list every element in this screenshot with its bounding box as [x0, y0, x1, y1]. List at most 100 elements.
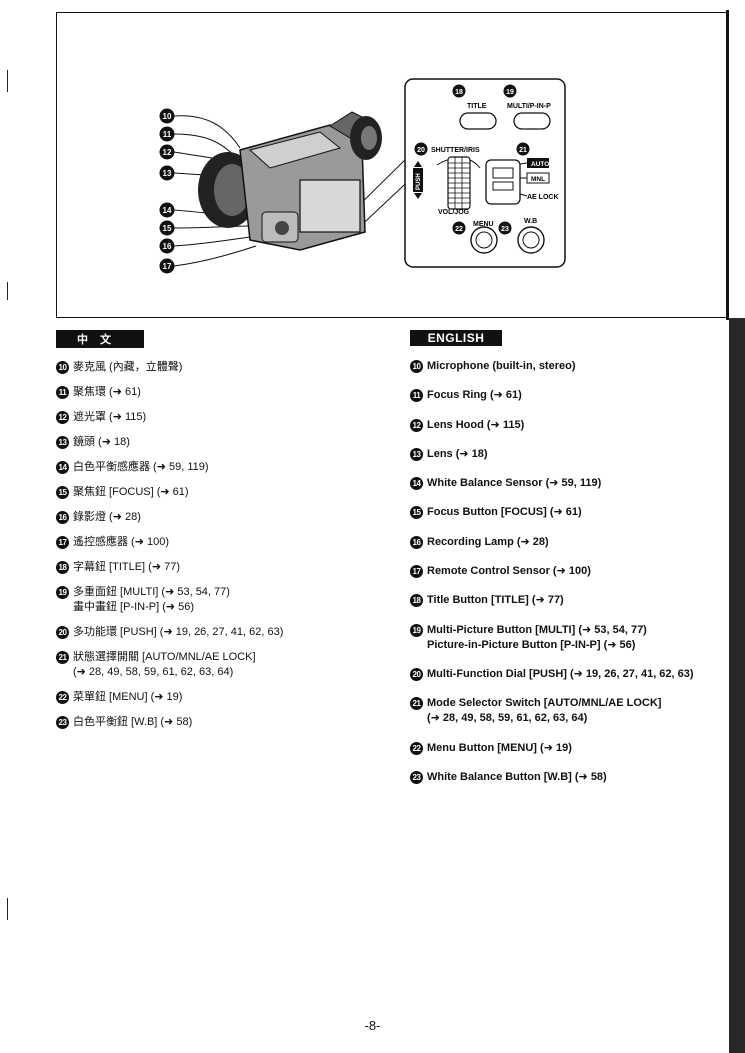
callout-11: 11 [163, 130, 172, 139]
item-text: Focus Button [FOCUS] (➜ 61) [427, 506, 582, 519]
list-item: 19 多重面鈕 [MULTI] (➜ 53, 54, 77) 畫中畫鈕 [P-IN-… [56, 585, 386, 615]
callout-23: 23 [501, 226, 509, 233]
list-item: 12 Lens Hood (➜ 115) [410, 418, 730, 433]
list-item: 22 菜單鈕 [MENU] (➜ 19) [56, 690, 386, 705]
item-number-badge: 12 [56, 411, 69, 424]
label-auto: AUTO [531, 161, 549, 168]
callout-12: 12 [163, 148, 172, 157]
item-number-badge: 14 [56, 461, 69, 474]
item-number-badge: 20 [56, 626, 69, 639]
item-text: 多重面鈕 [MULTI] (➜ 53, 54, 77) [73, 586, 230, 598]
item-text-continued: 畫中畫鈕 [P-IN-P] (➜ 56) [73, 601, 195, 613]
item-text: 菜單鈕 [MENU] (➜ 19) [73, 691, 183, 703]
item-number-badge: 16 [56, 511, 69, 524]
item-number-badge: 23 [56, 716, 69, 729]
item-number-badge: 19 [56, 586, 69, 599]
item-number-badge: 17 [56, 536, 69, 549]
item-text: Remote Control Sensor (➜ 100) [427, 565, 591, 578]
callout-20: 20 [417, 147, 425, 154]
item-text: Multi-Picture Button [MULTI] (➜ 53, 54, … [427, 623, 647, 636]
item-text: 鏡頭 (➜ 18) [73, 436, 130, 448]
list-item: 16 Recording Lamp (➜ 28) [410, 535, 730, 550]
scan-mark [7, 898, 9, 920]
item-text: White Balance Button [W.B] (➜ 58) [427, 770, 607, 783]
item-text: Multi-Function Dial [PUSH] (➜ 19, 26, 27… [427, 667, 694, 680]
item-text-continued: Picture-in-Picture Button [P-IN-P] (➜ 56… [427, 638, 636, 651]
list-item: 15 Focus Button [FOCUS] (➜ 61) [410, 505, 730, 520]
callout-14: 14 [163, 206, 172, 215]
scan-edge-shadow [729, 318, 745, 1053]
callout-17: 17 [163, 262, 172, 271]
item-text: 遙控感應器 (➜ 100) [73, 536, 170, 548]
item-text: 聚焦鈕 [FOCUS] (➜ 61) [73, 486, 189, 498]
item-text: Mode Selector Switch [AUTO/MNL/AE LOCK] [427, 697, 662, 710]
item-text: Microphone (built-in, stereo) [427, 360, 576, 372]
list-item: 21 Mode Selector Switch [AUTO/MNL/AE LOCK… [410, 696, 730, 726]
callout-15: 15 [163, 224, 172, 233]
list-item: 17 遙控感應器 (➜ 100) [56, 535, 386, 550]
scan-mark [7, 282, 9, 300]
item-text-continued: (➜ 28, 49, 58, 59, 61, 62, 63, 64) [427, 712, 588, 725]
item-number-badge: 22 [56, 691, 69, 704]
item-number-badge: 19 [410, 623, 423, 637]
english-header: ENGLISH [410, 330, 502, 346]
camcorder-illustration [198, 111, 382, 251]
item-number-badge: 14 [410, 477, 423, 491]
item-text: 遮光罩 (➜ 115) [73, 411, 147, 423]
item-text: Lens Hood (➜ 115) [427, 418, 525, 431]
item-text: Lens (➜ 18) [427, 447, 488, 460]
list-item: 10 麥克風 (內藏，立體聲) [56, 360, 386, 375]
item-number-badge: 21 [56, 651, 69, 664]
page-number: -8- [364, 1018, 381, 1033]
list-item: 18 字幕鈕 [TITLE] (➜ 77) [56, 560, 386, 575]
item-number-badge: 11 [410, 389, 423, 403]
item-number-badge: 13 [56, 436, 69, 449]
camcorder-diagram: 10 11 12 13 14 15 16 17 18 19 TITLE MULT… [159, 78, 566, 274]
list-item: 12 遮光罩 (➜ 115) [56, 410, 386, 425]
callout-19: 19 [506, 89, 514, 96]
figure-frame [56, 12, 728, 318]
callout-10: 10 [163, 112, 172, 121]
item-text: 多功能環 [PUSH] (➜ 19, 26, 27, 41, 62, 63) [73, 626, 284, 638]
callout-22: 22 [455, 226, 463, 233]
label-wb: W.B [524, 218, 537, 225]
left-callouts: 10 11 12 13 14 15 16 17 [159, 108, 175, 274]
item-number-badge: 16 [410, 535, 423, 549]
item-text: 麥克風 (內藏，立體聲) [73, 361, 183, 373]
item-number-badge: 10 [56, 361, 69, 374]
item-number-badge: 15 [410, 506, 423, 520]
item-number-badge: 13 [410, 447, 423, 461]
item-number-badge: 21 [410, 697, 423, 711]
label-push: PUSH [416, 173, 422, 190]
label-shutter: SHUTTER/IRIS [431, 147, 480, 154]
list-item: 20 Multi-Function Dial [PUSH] (➜ 19, 26, … [410, 667, 730, 682]
item-number-badge: 12 [410, 418, 423, 432]
list-item: 13 鏡頭 (➜ 18) [56, 435, 386, 450]
control-panel-inset: 18 19 TITLE MULTI/P-IN-P 20 SHUTTER/IRIS… [404, 78, 566, 268]
label-aelock: AE LOCK [527, 194, 559, 201]
item-text: 聚焦環 (➜ 61) [73, 386, 141, 398]
scan-mark [7, 70, 9, 92]
item-number-badge: 18 [56, 561, 69, 574]
page-edge-rule [726, 10, 729, 320]
label-title: TITLE [467, 103, 487, 110]
callout-13: 13 [163, 169, 172, 178]
item-text: 狀態選擇開關 [AUTO/MNL/AE LOCK] [73, 651, 256, 663]
item-text: Title Button [TITLE] (➜ 77) [427, 594, 564, 607]
item-number-badge: 20 [410, 667, 423, 681]
item-text: Recording Lamp (➜ 28) [427, 535, 549, 548]
callout-21: 21 [519, 147, 527, 154]
item-text: 字幕鈕 [TITLE] (➜ 77) [73, 561, 181, 573]
